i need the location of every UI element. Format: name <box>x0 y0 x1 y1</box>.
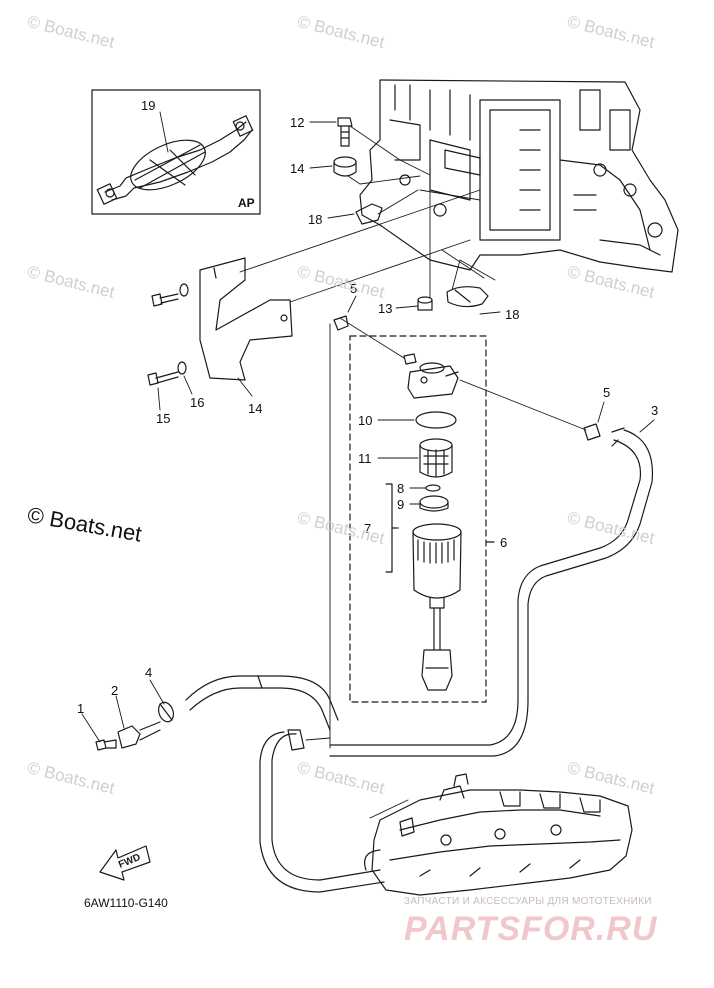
part-label: 18 <box>505 307 520 322</box>
primer-bulb-inset-box <box>91 89 261 215</box>
part-12-bolt <box>337 117 353 147</box>
part-16-bolt <box>147 371 179 386</box>
part-label: 5 <box>350 281 358 296</box>
primer-bulb <box>96 115 254 205</box>
part-label: 9 <box>397 497 405 512</box>
part-10-o-ring <box>415 411 457 429</box>
part-1-bolt <box>95 739 117 751</box>
part-label: 10 <box>358 413 373 428</box>
part-5-clip-lower <box>583 423 601 441</box>
part-label: 1 <box>77 701 85 716</box>
part-4-clip <box>157 701 175 723</box>
part-label: 14 <box>290 161 305 176</box>
part-18-clip <box>355 203 383 225</box>
label-7-bracket <box>385 483 399 573</box>
part-3-fuel-hose <box>329 427 654 757</box>
part-14-grommet <box>333 156 357 177</box>
part-label: 2 <box>111 683 119 698</box>
bracket-upper-bolt <box>151 283 189 307</box>
part-label: 12 <box>290 115 305 130</box>
part-8-ring <box>425 484 441 492</box>
part-15-bracket <box>199 257 293 381</box>
part-17-washer <box>177 361 187 375</box>
store-caption: ЗАПЧАСТИ И АКСЕССУАРЫ ДЛЯ МОТОТЕХНИКИ <box>404 896 652 907</box>
part-label: 16 <box>190 395 205 410</box>
diagram-code: 6AW1110-G140 <box>84 896 168 910</box>
filter-head <box>403 353 459 399</box>
filter-assembly-box <box>349 335 487 703</box>
store-logo: PARTSFOR.RU <box>404 910 658 948</box>
leader-lines <box>81 111 655 819</box>
part-label: 3 <box>651 403 659 418</box>
part-label: 5 <box>603 385 611 400</box>
part-label: 11 <box>358 451 372 466</box>
lower-fuel-hose <box>185 675 385 893</box>
part-label: 7 <box>364 521 372 536</box>
part-13-fitting <box>417 296 433 311</box>
intake-manifold <box>364 773 633 896</box>
part-11-filter-element <box>419 438 453 478</box>
part-label: 4 <box>145 665 153 680</box>
part-label: 18 <box>308 212 323 227</box>
inset-tag: AP <box>238 196 255 210</box>
part-label: 14 <box>248 401 263 416</box>
engine-block <box>359 79 679 273</box>
fwd-arrow <box>99 845 151 881</box>
part-9-float <box>419 495 449 512</box>
part-7-filter-bowl <box>412 523 462 691</box>
part-19-clamp <box>446 286 489 308</box>
part-2-fitting <box>117 721 161 749</box>
part-label: 15 <box>156 411 171 426</box>
part-label: 6 <box>500 535 508 550</box>
part-label: 19 <box>141 98 156 113</box>
part-label: 8 <box>397 481 405 496</box>
part-5-clip-upper <box>333 315 349 331</box>
part-label: 13 <box>378 301 393 316</box>
